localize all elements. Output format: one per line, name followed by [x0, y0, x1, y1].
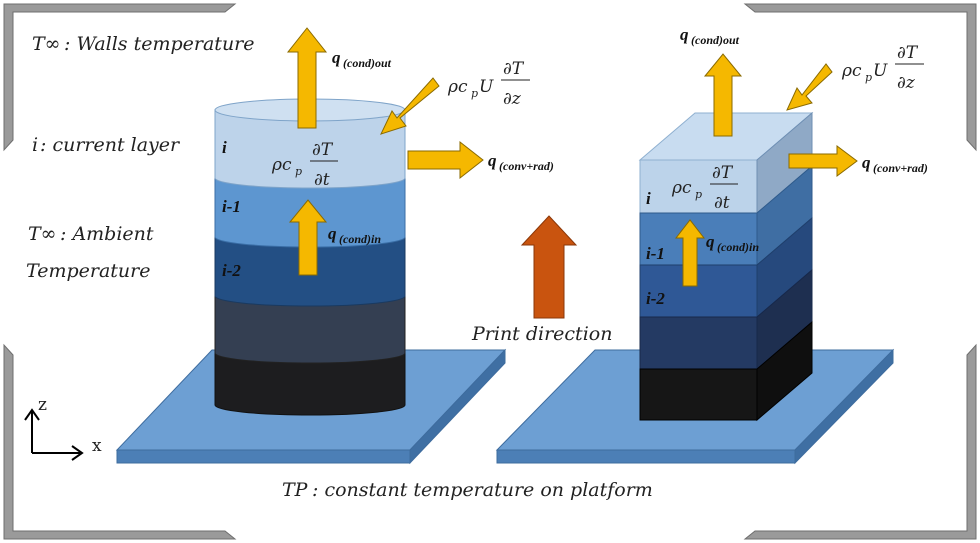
svg-text:(cond)out: (cond)out	[691, 33, 740, 47]
svg-text:: Ambient: : Ambient	[60, 223, 154, 245]
svg-text:p: p	[695, 188, 702, 201]
axes-indicator: z x	[24, 395, 102, 461]
right-layer-label-i-1: i-1	[646, 244, 665, 263]
right-model: i i-1 i-2 ρc p ∂T ∂t q (cond)out ρc p U …	[495, 25, 928, 465]
right-advection-term: ρc p U ∂T ∂z	[841, 43, 924, 93]
svg-text:: current layer: : current layer	[40, 134, 181, 156]
svg-text:q: q	[706, 232, 715, 251]
left-layer-label-i-2: i-2	[222, 261, 241, 280]
svg-text:U: U	[479, 77, 494, 97]
axis-x-label: x	[92, 436, 102, 456]
left-advection-term: ρc p U ∂T ∂z	[447, 59, 530, 109]
svg-text:∂z: ∂z	[503, 89, 522, 109]
left-storage-term: ρc p ∂T ∂t	[271, 140, 338, 190]
right-label-q-conv: q (conv+rad)	[862, 153, 928, 175]
right-label-q-cond-in: q (cond)in	[706, 232, 759, 254]
svg-text:(conv+rad): (conv+rad)	[873, 161, 928, 175]
frame-corner-top-right	[743, 3, 977, 152]
svg-text:q: q	[488, 151, 497, 170]
svg-text:i: i	[32, 134, 38, 156]
frame-corner-bottom-left	[3, 343, 237, 540]
svg-text:TP: TP	[282, 479, 309, 501]
svg-text:∂T: ∂T	[312, 140, 334, 160]
svg-text:(cond)in: (cond)in	[717, 240, 759, 254]
svg-text:T∞: T∞	[28, 223, 57, 245]
left-arrow-advection	[380, 77, 440, 135]
svg-text:∂z: ∂z	[897, 73, 916, 93]
svg-text:q: q	[332, 48, 341, 67]
left-model: i i-1 i-2 ρc p ∂T ∂t q (cond)out ρc p U …	[115, 27, 554, 465]
svg-text:∂T: ∂T	[897, 43, 919, 63]
svg-text:Temperature: Temperature	[26, 260, 150, 282]
svg-text:: Walls temperature: : Walls temperature	[64, 33, 255, 55]
print-direction-label: Print direction	[471, 323, 612, 345]
legend-ambient: T∞ : Ambient Temperature	[26, 223, 154, 282]
left-layer-label-i: i	[222, 138, 227, 157]
right-arrow-advection	[786, 63, 833, 111]
left-arrow-cond-out	[286, 27, 328, 129]
svg-text:(cond)in: (cond)in	[339, 232, 381, 246]
svg-text:∂t: ∂t	[714, 193, 730, 213]
svg-text:q: q	[680, 25, 689, 44]
svg-text:∂T: ∂T	[712, 163, 734, 183]
legend-walls: T∞ : Walls temperature	[32, 33, 255, 55]
frame-corner-top-left	[3, 3, 237, 152]
svg-text:p: p	[295, 165, 302, 178]
svg-text:∂t: ∂t	[314, 170, 330, 190]
svg-text:q: q	[328, 224, 337, 243]
svg-text:q: q	[862, 153, 871, 172]
svg-text:(conv+rad): (conv+rad)	[499, 159, 554, 173]
right-label-q-cond-out: q (cond)out	[680, 25, 740, 47]
frame-corner-bottom-right	[743, 343, 977, 540]
left-label-q-conv: q (conv+rad)	[488, 151, 554, 173]
right-arrow-cond-out	[703, 53, 743, 137]
axis-z-label: z	[38, 395, 47, 415]
svg-text:ρc: ρc	[447, 77, 468, 97]
right-storage-term: ρc p ∂T ∂t	[671, 163, 738, 213]
box	[638, 111, 814, 422]
svg-text:(cond)out: (cond)out	[343, 56, 392, 70]
right-layer-label-i: i	[646, 189, 651, 208]
right-arrow-conv	[788, 145, 858, 177]
svg-text:T∞: T∞	[32, 33, 61, 55]
right-arrow-cond-in	[674, 219, 706, 287]
left-arrow-conv	[407, 140, 484, 180]
legend-current-layer: i : current layer	[32, 134, 181, 156]
svg-text:p: p	[865, 71, 872, 84]
svg-text:U: U	[873, 61, 888, 81]
svg-text:∂T: ∂T	[503, 59, 525, 79]
print-direction-arrow	[520, 215, 578, 319]
corner-frame	[3, 3, 977, 540]
svg-text:ρc: ρc	[271, 155, 292, 175]
left-label-q-cond-in: q (cond)in	[328, 224, 381, 246]
svg-text:ρc: ρc	[671, 178, 692, 198]
left-arrow-cond-in	[288, 199, 328, 276]
svg-text:: constant temperature on plat: : constant temperature on platform	[312, 479, 653, 501]
right-layer-label-i-2: i-2	[646, 289, 665, 308]
left-layer-label-i-1: i-1	[222, 197, 241, 216]
svg-text:ρc: ρc	[841, 61, 862, 81]
legend-platform: TP : constant temperature on platform	[282, 479, 653, 501]
svg-text:p: p	[471, 87, 478, 100]
left-label-q-cond-out: q (cond)out	[332, 48, 392, 70]
